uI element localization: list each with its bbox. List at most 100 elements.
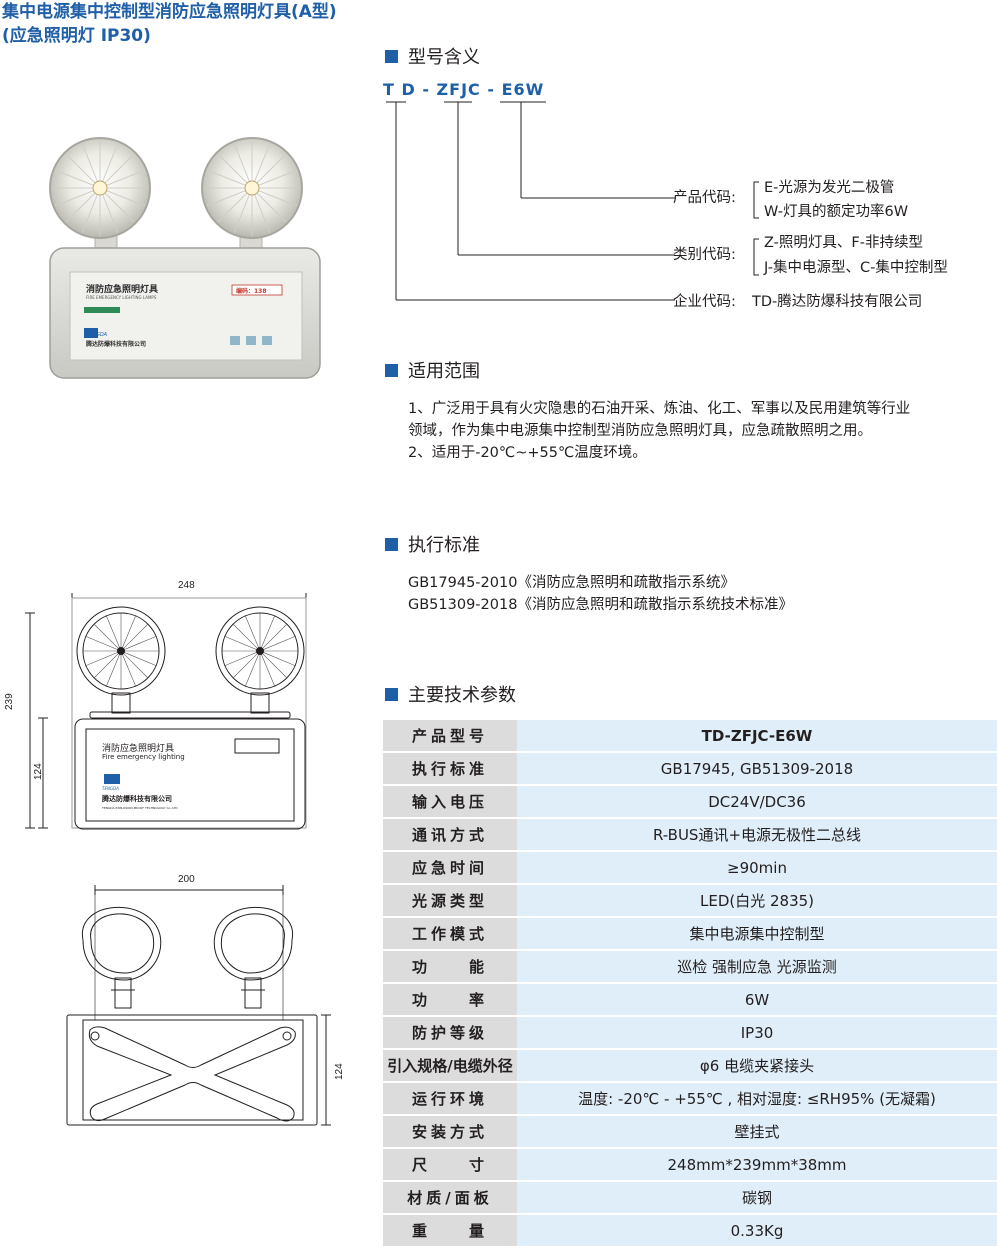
- spec-key: 材质/面板: [383, 1181, 517, 1215]
- section-title: 适用范围: [408, 361, 480, 382]
- photo-company: 腾达防爆科技有限公司: [86, 341, 147, 348]
- model-code-leader-lines: [386, 101, 675, 301]
- spec-value: IP30: [517, 1016, 997, 1050]
- spec-value: 248mm*239mm*38mm: [517, 1148, 997, 1182]
- section-bullet: [385, 49, 398, 63]
- section-title: 型号含义: [408, 47, 480, 68]
- category-code-item1: Z-照明灯具、F-非持续型: [764, 235, 923, 251]
- section-title: 主要技术参数: [408, 685, 516, 706]
- section-params: 主要技术参数: [385, 682, 516, 706]
- product-code-item2: W-灯具的额定功率6W: [764, 204, 909, 220]
- spec-value: 0.33Kg: [517, 1214, 997, 1248]
- lamp-head-left: [49, 137, 151, 239]
- front-label-en: Fire emergency lighting: [102, 753, 185, 761]
- spec-row: 应急时间≥90min: [383, 851, 997, 885]
- spec-key: 功 率: [383, 983, 517, 1017]
- section-bullet: [385, 537, 398, 551]
- product-code-item1: E-光源为发光二极管: [764, 180, 895, 196]
- spec-row: 材质/面板碳钢: [383, 1181, 997, 1215]
- front-body-height-label: 124: [33, 763, 44, 780]
- category-code-item2: J-集中电源型、C-集中控制型: [764, 260, 948, 276]
- spec-key: 防护等级: [383, 1016, 517, 1050]
- front-company: 腾达防爆科技有限公司: [102, 795, 172, 803]
- product-photo: [49, 137, 321, 379]
- back-width-label: 200: [178, 874, 195, 885]
- front-view-drawing: [25, 593, 307, 830]
- scope-line2: 领域，作为集中电源集中控制型消防应急照明灯具，应急疏散照明之用。: [408, 423, 872, 439]
- front-label-title: 消防应急照明灯具: [102, 744, 175, 754]
- photo-label-title: 消防应急照明灯具: [86, 285, 159, 295]
- company-code-item: TD-腾达防爆科技有限公司: [752, 294, 923, 310]
- photo-code-badge: 编码：138: [236, 288, 267, 295]
- scope-line3: 2、适用于-20℃~+55℃温度环境。: [408, 445, 647, 461]
- front-width-label: 248: [178, 580, 195, 591]
- model-code-part2: ZFJC: [436, 80, 481, 99]
- photo-label-en: FIRE EMERGENCY LIGHTING LAMPS: [86, 295, 157, 300]
- standard-text: GB17945-2010《消防应急照明和疏散指示系统》 GB51309-2018…: [408, 572, 997, 616]
- spec-key: 输入电压: [383, 785, 517, 819]
- model-code: T D - ZFJC - E6W: [383, 80, 544, 99]
- spec-row: 功 能巡检 强制应急 光源监测: [383, 950, 997, 984]
- spec-value: 温度: -20℃ - +55℃ , 相对湿度: ≤RH95% (无凝霜): [517, 1082, 997, 1116]
- standard-line1: GB17945-2010《消防应急照明和疏散指示系统》: [408, 575, 735, 591]
- spec-key: 重 量: [383, 1214, 517, 1248]
- section-model-meaning: 型号含义: [385, 44, 480, 68]
- company-code-label: 企业代码:: [673, 294, 736, 310]
- standard-line2: GB51309-2018《消防应急照明和疏散指示系统技术标准》: [408, 597, 793, 613]
- spec-value: 碳钢: [517, 1181, 997, 1215]
- model-code-part3: E6W: [501, 80, 545, 99]
- front-company-en: TENGDA EXPLOSION PROOF TECHNOLOGY Co.,LT…: [102, 806, 178, 810]
- spec-row: 运行环境温度: -20℃ - +55℃ , 相对湿度: ≤RH95% (无凝霜): [383, 1082, 997, 1116]
- spec-key: 执行标准: [383, 752, 517, 786]
- section-title: 执行标准: [408, 535, 480, 556]
- spec-key: 光源类型: [383, 884, 517, 918]
- spec-key: 运行环境: [383, 1082, 517, 1116]
- category-code-label: 类别代码:: [673, 247, 736, 263]
- spec-key: 尺 寸: [383, 1148, 517, 1182]
- spec-value: DC24V/DC36: [517, 785, 997, 819]
- section-bullet: [385, 687, 398, 701]
- spec-value: 集中电源集中控制型: [517, 917, 997, 951]
- lamp-head-right: [201, 137, 303, 239]
- title-line1: 集中电源集中控制型消防应急照明灯具(A型): [2, 2, 337, 22]
- spec-key: 工作模式: [383, 917, 517, 951]
- back-view-drawing: [66, 885, 331, 1126]
- scope-line1: 1、广泛用于具有火灾隐患的石油开采、炼油、化工、军事以及民用建筑等行业: [408, 401, 911, 417]
- spec-key: 通讯方式: [383, 818, 517, 852]
- spec-key: 引入规格/电缆外径: [383, 1049, 517, 1083]
- product-code-brace: [753, 181, 759, 219]
- spec-value: TD-ZFJC-E6W: [517, 720, 997, 753]
- spec-value: R-BUS通讯+电源无极性二总线: [517, 818, 997, 852]
- spec-value: ≥90min: [517, 851, 997, 885]
- spec-value: GB17945, GB51309-2018: [517, 752, 997, 786]
- spec-value: 巡检 强制应急 光源监测: [517, 950, 997, 984]
- spec-value: LED(白光 2835): [517, 884, 997, 918]
- spec-key: 安装方式: [383, 1115, 517, 1149]
- scope-text: 1、广泛用于具有火灾隐患的石油开采、炼油、化工、军事以及民用建筑等行业 领域，作…: [408, 398, 997, 464]
- model-code-sep2: -: [480, 80, 502, 99]
- title-line2: (应急照明灯 IP30): [2, 26, 151, 46]
- spec-key: 产品型号: [383, 720, 517, 753]
- spec-key: 应急时间: [383, 851, 517, 885]
- product-code-label: 产品代码:: [673, 190, 736, 206]
- spec-row: 安装方式壁挂式: [383, 1115, 997, 1149]
- photo-brand: TENGDA: [86, 332, 108, 338]
- front-brand: TENGDA: [102, 786, 119, 791]
- back-body-height-label: 124: [334, 1063, 345, 1080]
- model-code-part1: T D: [383, 80, 416, 99]
- front-height-label: 239: [4, 693, 15, 710]
- spec-key: 功 能: [383, 950, 517, 984]
- model-code-sep1: -: [415, 80, 437, 99]
- category-code-brace: [753, 238, 759, 276]
